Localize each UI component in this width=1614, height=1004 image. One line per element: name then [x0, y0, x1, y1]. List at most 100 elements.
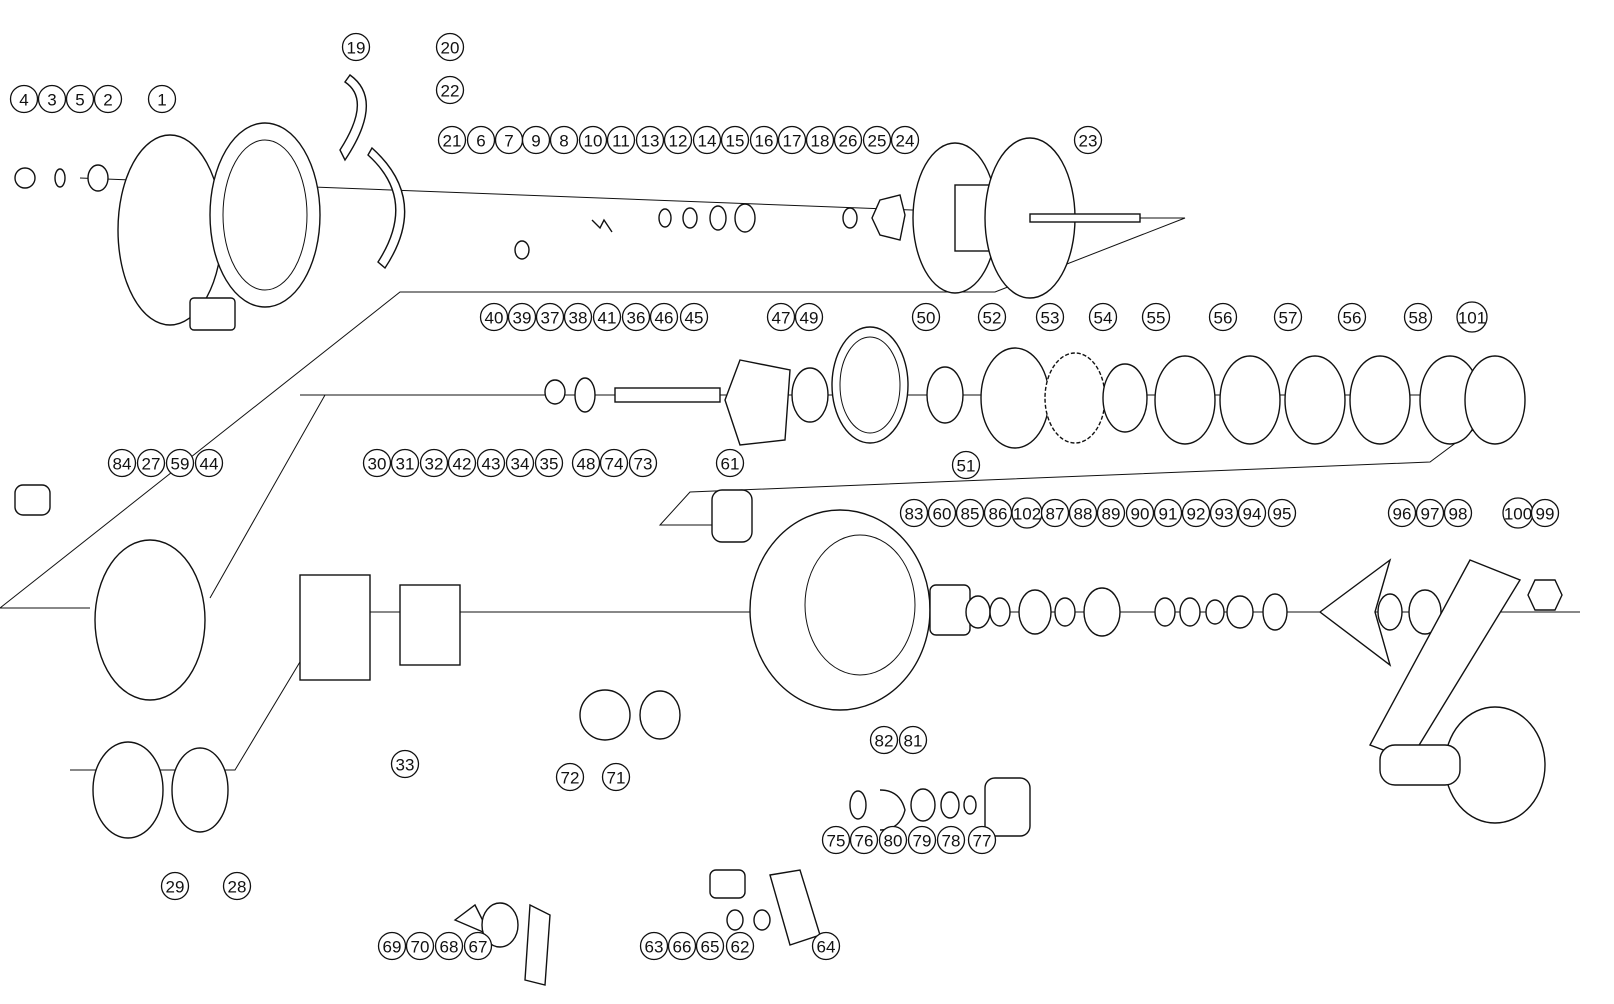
- part-callout-10: 10: [578, 125, 608, 155]
- callout-number: 14: [698, 132, 717, 151]
- callout-number: 64: [817, 938, 836, 957]
- part-callout-85: 85: [955, 498, 985, 528]
- part-callout-88: 88: [1068, 498, 1098, 528]
- part-callout-93: 93: [1209, 498, 1239, 528]
- part-callout-66: 66: [667, 931, 697, 961]
- callout-number: 20: [441, 39, 460, 58]
- part-callout-67: 67: [463, 931, 493, 961]
- callout-circle: [1088, 302, 1118, 332]
- part-callout-57: 57: [1273, 302, 1303, 332]
- callout-number: 4: [19, 91, 28, 110]
- part-callout-35: 35: [534, 448, 564, 478]
- part-callout-94: 94: [1237, 498, 1267, 528]
- callout-number: 16: [755, 132, 774, 151]
- callout-number: 15: [726, 132, 745, 151]
- callout-circle: [725, 931, 755, 961]
- part-callout-21: 21: [437, 125, 467, 155]
- callout-circle: [833, 125, 863, 155]
- callout-circle: [1096, 498, 1126, 528]
- callout-number: 46: [655, 309, 674, 328]
- part-callout-63: 63: [639, 931, 669, 961]
- part-callout-44: 44: [194, 448, 224, 478]
- part-callout-82: 82: [869, 725, 899, 755]
- part-callout-6: 6: [466, 125, 496, 155]
- callout-number: 23: [1079, 132, 1098, 151]
- callout-number: 56: [1343, 309, 1362, 328]
- part-callout-36: 36: [621, 302, 651, 332]
- callout-circle: [667, 931, 697, 961]
- part-callout-25: 25: [862, 125, 892, 155]
- part-callout-71: 71: [601, 762, 631, 792]
- callout-number: 99: [1536, 505, 1555, 524]
- callout-number: 71: [607, 769, 626, 788]
- callout-circle: [849, 825, 879, 855]
- callout-number: 60: [933, 505, 952, 524]
- callout-circle: [635, 125, 665, 155]
- part-callout-20: 20: [435, 32, 465, 62]
- part-callout-16: 16: [749, 125, 779, 155]
- callout-circle: [621, 302, 651, 332]
- part-callout-95: 95: [1267, 498, 1297, 528]
- part-callout-34: 34: [505, 448, 535, 478]
- callout-number: 9: [531, 132, 540, 151]
- part-callout-17: 17: [777, 125, 807, 155]
- bushing-71: [639, 690, 681, 740]
- part-callout-33: 33: [390, 749, 420, 779]
- callout-number: 68: [440, 938, 459, 957]
- part-callout-31: 31: [390, 448, 420, 478]
- callout-number: 67: [469, 938, 488, 957]
- callout-number: 97: [1421, 505, 1440, 524]
- part-callout-39: 39: [507, 302, 537, 332]
- callout-number: 78: [942, 832, 961, 851]
- callout-circle: [794, 302, 824, 332]
- callout-circle: [1068, 498, 1098, 528]
- ring-29: [92, 741, 164, 839]
- callout-number: 41: [598, 309, 617, 328]
- callout-circle: [606, 125, 636, 155]
- callout-circle: [679, 302, 709, 332]
- callout-number: 51: [957, 457, 976, 476]
- callout-circle: [1273, 302, 1303, 332]
- part-callout-73: 73: [628, 448, 658, 478]
- callout-circle: [435, 75, 465, 105]
- part-callout-64: 64: [811, 931, 841, 961]
- callout-circle: [136, 448, 166, 478]
- callout-number: 66: [673, 938, 692, 957]
- part-callout-80: 80: [878, 825, 908, 855]
- part-callout-90: 90: [1125, 498, 1155, 528]
- part-callout-72: 72: [555, 762, 585, 792]
- callout-number: 12: [669, 132, 688, 151]
- callout-circle: [534, 448, 564, 478]
- callout-circle: [555, 762, 585, 792]
- part-callout-83: 83: [899, 498, 929, 528]
- callout-circle: [434, 931, 464, 961]
- callout-number: 77: [973, 832, 992, 851]
- callout-number: 95: [1273, 505, 1292, 524]
- callout-number: 87: [1046, 505, 1065, 524]
- part-callout-38: 38: [563, 302, 593, 332]
- callout-number: 31: [396, 455, 415, 474]
- callout-circle: [1530, 498, 1560, 528]
- callout-circle: [777, 125, 807, 155]
- callout-number: 80: [884, 832, 903, 851]
- callout-number: 48: [577, 455, 596, 474]
- part-callout-2: 2: [93, 84, 123, 114]
- frame-plate: [209, 122, 321, 308]
- part-callout-87: 87: [1040, 498, 1070, 528]
- frame-plate-inner: [222, 139, 308, 291]
- part-callout-86: 86: [983, 498, 1013, 528]
- callout-number: 62: [731, 938, 750, 957]
- part-callout-1: 1: [147, 84, 177, 114]
- part-callout-51: 51: [951, 450, 981, 480]
- callout-circle: [362, 448, 392, 478]
- part-callout-69: 69: [377, 931, 407, 961]
- callout-circle: [1337, 302, 1367, 332]
- part-callout-45: 45: [679, 302, 709, 332]
- part-callout-4: 4: [9, 84, 39, 114]
- part-callout-100: 100: [1502, 497, 1534, 529]
- callout-number: 59: [171, 455, 190, 474]
- lever-parts: [453, 869, 821, 986]
- callout-circle: [936, 825, 966, 855]
- callout-number: 81: [904, 732, 923, 751]
